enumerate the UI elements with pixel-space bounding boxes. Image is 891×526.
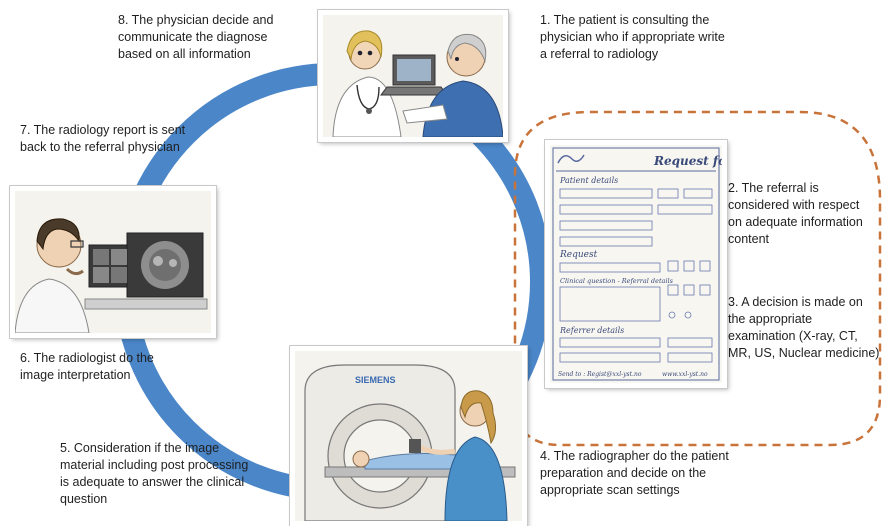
step-2-line: on adequate information [728, 215, 863, 229]
step-3-line: MR, US, Nuclear medicine) [728, 346, 880, 360]
request-form-illustration: Request form Patient details Request Cli… [545, 140, 727, 388]
step-5-line: 5. Consideration if the image [60, 441, 220, 455]
step-4-line: appropriate scan settings [540, 483, 680, 497]
form-send-to-text: Send to : Regist@xxl-yst.no [558, 371, 642, 378]
step-7-text: 7. The radiology report is sent back to … [20, 122, 220, 156]
form-referrer-details-label: Referrer details [559, 326, 624, 335]
form-website-text: www.xxl-yst.no [662, 371, 708, 378]
step-2-line: considered with respect [728, 198, 860, 212]
step-6-line: image interpretation [20, 368, 131, 382]
step-1-line: a referral to radiology [540, 47, 659, 61]
step-3-line: examination (X-ray, CT, [728, 329, 858, 343]
step-5-line: material including post processing [60, 458, 249, 472]
radiologist-workstation-illustration [10, 186, 216, 338]
step-7-line: 7. The radiology report is sent [20, 123, 186, 137]
scanner-brand-label: SIEMENS [355, 375, 396, 385]
ct-scanner-drawing: SIEMENS [295, 351, 522, 521]
step-1-line: 1. The patient is consulting the [540, 13, 710, 27]
step-2-line: content [728, 232, 770, 246]
step-6-line: 6. The radiologist do the [20, 351, 154, 365]
step-1-line: physician who if appropriate write [540, 30, 725, 44]
step-3-line: the appropriate [728, 312, 813, 326]
step-3-text: 3. A decision is made on the appropriate… [728, 294, 890, 362]
decision-highlight-dashed [513, 110, 882, 447]
step-8-text: 8. The physician decide and communicate … [118, 12, 318, 63]
step-2-text: 2. The referral is considered with respe… [728, 180, 888, 248]
physician-consultation-illustration [318, 10, 508, 142]
step-6-text: 6. The radiologist do the image interpre… [20, 350, 220, 384]
radiologist-drawing [15, 191, 211, 333]
step-2-line: 2. The referral is [728, 181, 819, 195]
step-5-line: is adequate to answer the clinical [60, 475, 245, 489]
ct-scanner-illustration: SIEMENS [290, 346, 527, 526]
step-3-line: 3. A decision is made on [728, 295, 863, 309]
form-request-label: Request [559, 250, 598, 260]
form-logo-wave-icon [557, 154, 585, 164]
step-5-text: 5. Consideration if the image material i… [60, 440, 290, 508]
form-title: Request form [653, 154, 722, 168]
form-patient-details-label: Patient details [559, 176, 618, 185]
step-4-text: 4. The radiographer do the patient prepa… [540, 448, 780, 499]
step-8-line: communicate the diagnose [118, 30, 268, 44]
step-7-line: back to the referral physician [20, 140, 180, 154]
step-1-text: 1. The patient is consulting the physici… [540, 12, 780, 63]
step-5-line: question [60, 492, 108, 506]
step-4-line: preparation and decide on the [540, 466, 707, 480]
step-8-line: based on all information [118, 47, 251, 61]
form-clinical-question-label: Clinical question - Referral details [560, 277, 674, 285]
physician-patient-drawing [323, 15, 503, 137]
step-8-line: 8. The physician decide and [118, 13, 274, 27]
step-4-line: 4. The radiographer do the patient [540, 449, 729, 463]
request-form-drawing: Request form Patient details Request Cli… [550, 145, 722, 383]
